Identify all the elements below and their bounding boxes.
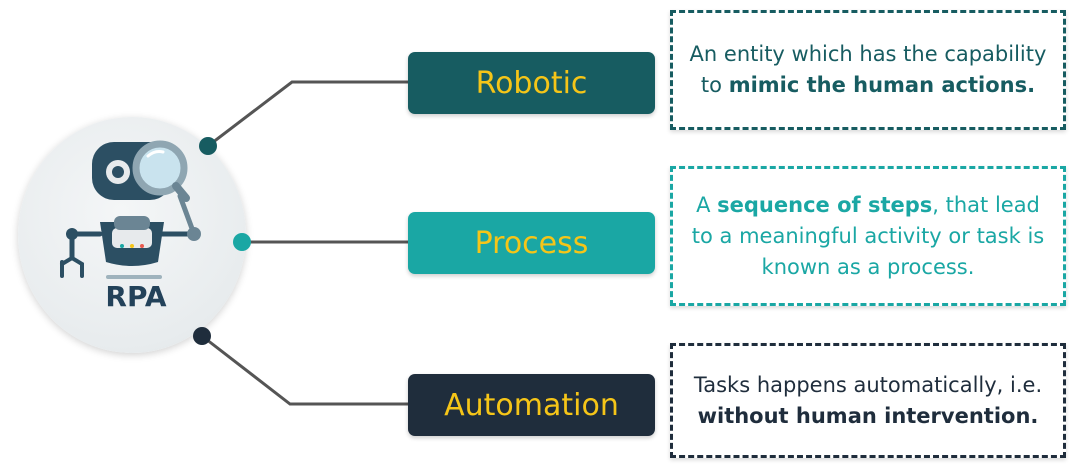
- definition-robotic: An entity which has the capability to mi…: [670, 10, 1066, 130]
- definition-pre: Tasks happens automatically, i.e.: [693, 372, 1043, 397]
- definition-text: An entity which has the capability to mi…: [687, 39, 1049, 101]
- definition-pre: A: [696, 192, 718, 217]
- term-process: Process: [408, 212, 655, 274]
- term-automation: Automation: [408, 374, 655, 436]
- magnifier-icon: [132, 140, 190, 202]
- definition-bold: without human intervention.: [697, 403, 1039, 428]
- definition-process: A sequence of steps, that lead to a mean…: [670, 166, 1066, 306]
- connector-dot-robotic: [199, 137, 217, 155]
- connector-dot-automation: [193, 327, 211, 345]
- connector-dot-process: [233, 233, 251, 251]
- definition-text: Tasks happens automatically, i.e. withou…: [687, 370, 1049, 432]
- rpa-label: RPA: [105, 280, 167, 313]
- definition-bold: mimic the human actions.: [728, 73, 1036, 97]
- definition-automation: Tasks happens automatically, i.e. withou…: [670, 343, 1066, 458]
- definition-pre: An entity which has the capability to: [689, 42, 1047, 97]
- connector-automation: [201, 334, 410, 406]
- definition-post: , that lead to a meaningful activity or …: [691, 192, 1045, 279]
- term-robotic: Robotic: [408, 52, 655, 114]
- definition-text: A sequence of steps, that lead to a mean…: [687, 190, 1049, 283]
- definition-bold: sequence of steps: [717, 192, 933, 217]
- connector-robotic: [207, 80, 410, 148]
